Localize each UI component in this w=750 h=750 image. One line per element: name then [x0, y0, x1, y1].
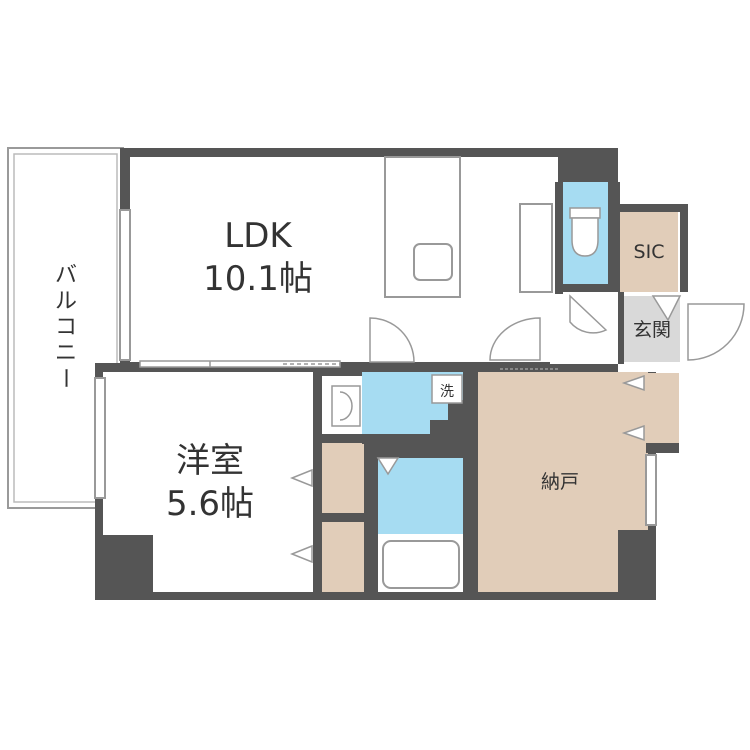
- washer-label: 洗: [440, 384, 454, 400]
- western-name: 洋室: [176, 441, 244, 481]
- sic-floor: [620, 212, 678, 292]
- ldk-window: [119, 209, 131, 361]
- bathtub-icon: [382, 540, 460, 589]
- washroom-door: [376, 457, 400, 476]
- sink-icon: [413, 243, 453, 281]
- closet-right: [646, 373, 679, 443]
- sliding-door: [139, 360, 341, 368]
- balcony-char-4: ニ: [55, 341, 77, 366]
- ldk-name: LDK: [224, 216, 293, 256]
- storage-floor: [478, 372, 618, 592]
- interior-walls: [95, 157, 688, 600]
- kitchen-counter: [384, 156, 461, 298]
- storage-name: 納戸: [541, 471, 579, 493]
- sic-name: SIC: [634, 241, 665, 263]
- western-closet-lower: [322, 522, 364, 592]
- washbasin-icon: [331, 385, 361, 427]
- western-window: [94, 377, 106, 499]
- western-closet-upper: [322, 443, 364, 513]
- storage-window: [645, 454, 657, 526]
- balcony-char-3: コ: [55, 315, 77, 340]
- closet-door-marks: [289, 374, 645, 564]
- windows: [94, 209, 657, 526]
- doors: [369, 294, 745, 476]
- washer-box: [431, 374, 463, 404]
- ldk-size: 10.1帖: [203, 259, 313, 299]
- balcony-char-1: バ: [55, 263, 77, 288]
- western-size: 5.6帖: [166, 484, 254, 524]
- balcony-char-2: ル: [55, 289, 77, 314]
- balcony: [7, 147, 124, 509]
- entrance-name: 玄関: [633, 319, 671, 341]
- balcony-label: バ ル コ ニ ー: [52, 263, 77, 389]
- washroom-floor-lower: [378, 458, 463, 534]
- storage-floor-right: [618, 372, 648, 532]
- balcony-char-5: ー: [52, 367, 77, 389]
- toilet-icon: [569, 207, 601, 257]
- fridge-space: [519, 203, 553, 293]
